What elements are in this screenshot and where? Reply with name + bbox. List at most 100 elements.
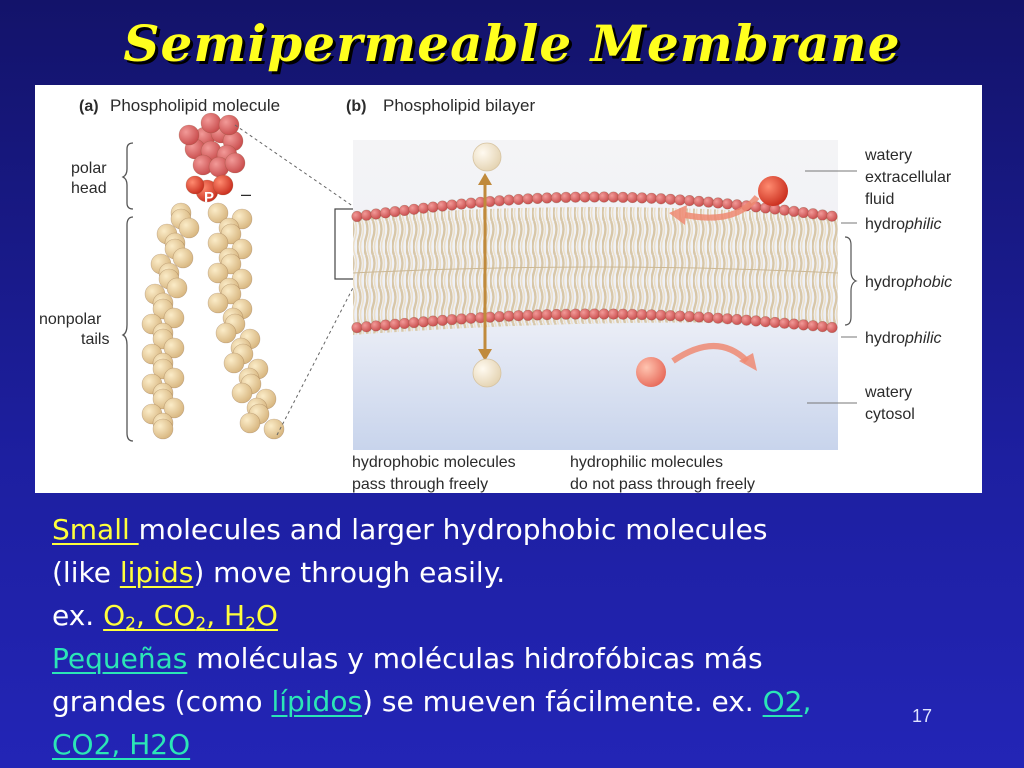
co2-h2o-es-link[interactable]: CO2, H2O [52,728,191,761]
bilayer-head [436,200,449,212]
bilayer-tails [353,207,838,335]
tail-atom [172,247,194,269]
bilayer-head [427,315,439,327]
bilayer-head [550,308,563,321]
membrane-figure: (a) Phospholipid molecule (b) Phospholip… [35,85,982,493]
tail-atom [207,232,229,254]
bilayer-head [712,197,724,209]
bilayer-head [550,192,563,204]
bilayer-head [531,309,544,321]
bilayer-head [788,205,800,217]
panel-b-letter: (b) [346,98,366,115]
head-atom [218,114,240,136]
tail-atom [223,352,245,374]
bilayer-head [674,194,686,206]
head-atom [200,112,222,134]
head-atom [178,124,200,146]
bilayer-head [493,195,506,207]
bilayer-head [693,311,705,323]
bilayer-head [693,195,705,207]
slide-body-text: Small molecules and larger hydrophobic m… [52,508,952,766]
text-line-4: Pequeñas moléculas y moléculas hidrofóbi… [52,637,952,680]
label-hydrophilic-top: hydrophilic [865,216,942,233]
bilayer-head [389,206,401,218]
nonpolar-bracket [121,216,134,442]
phosphate-atom [185,175,205,195]
bilayer-head [379,319,392,331]
membrane-diagram: (a) Phospholipid molecule (b) Phospholip… [39,96,952,493]
label-extracellular: extracellular [865,169,952,186]
polar-label-1: polar [71,160,107,177]
o2-es-link[interactable]: O2 [762,685,803,718]
caption-right-1: hydrophilic molecules [570,454,723,471]
bilayer-head [598,308,610,320]
bilayer-head [579,308,591,320]
phospholipid-bilayer [351,191,839,335]
bilayer-head [617,191,629,203]
bilayer-head [370,208,382,220]
nonpolar-label-1: nonpolar [39,311,102,328]
bilayer-head [560,191,572,203]
bilayer-head [740,314,753,326]
hydrophilic-molecule-bottom [636,357,666,387]
bilayer-head [493,311,506,323]
bilayer-head [503,194,515,206]
polar-label-2: head [71,180,107,197]
panel-a-title: Phospholipid molecule [110,96,280,115]
head-atom [224,152,246,174]
text-line-1: Small molecules and larger hydrophobic m… [52,508,952,551]
small-link[interactable]: Small [52,513,139,546]
formula-link[interactable]: O2, CO2, H2O [103,599,278,634]
tail-atom [263,418,285,440]
bilayer-head [408,317,420,329]
label-cytosol: cytosol [865,406,915,423]
pass-arrow-down-head [478,349,492,361]
bilayer-head [569,191,582,203]
bilayer-head [541,192,553,204]
bilayer-head [664,193,677,205]
bilayer-head [370,320,382,332]
bilayer-head [636,192,648,204]
line4-rest: moléculas y moléculas hidrofóbicas más [187,642,763,675]
bilayer-head [778,204,791,216]
label-hydrophobic: hydrophobic [865,274,952,291]
zoom-line-bottom [276,279,358,436]
bilayer-head [788,318,800,330]
bilayer-head [446,314,458,326]
bilayer-head [379,207,392,219]
bilayer-head [465,197,477,209]
tail-atom [163,367,185,389]
text-line-5: grandes (como lípidos) se mueven fácilme… [52,680,952,723]
bilayer-head [664,310,677,322]
text-line-6: CO2, H2O [52,723,952,766]
caption-left-1: hydrophobic molecules [352,454,516,471]
bilayer-head [721,198,734,210]
bilayer-head [721,313,734,325]
deflect-arrow-top [684,195,760,221]
bilayer-head [531,192,544,204]
bilayer-head [674,310,686,322]
phospholipid-molecule [141,112,285,440]
lipidos-link[interactable]: lípidos [271,685,363,718]
bilayer-head [797,206,810,219]
bilayer-head [826,210,838,222]
tail-atom [152,418,174,440]
label-hydrophilic-bottom: hydrophilic [865,330,942,347]
bilayer-midline [352,266,839,274]
bilayer-head [731,313,743,326]
nonpolar-label-2: tails [81,331,109,348]
bilayer-head [522,193,534,205]
bilayer-head [360,209,373,221]
bilayer-head [702,311,715,324]
label-fluid: fluid [865,191,894,208]
o2-es-comma: , [802,685,812,718]
bilayer-head [759,316,772,328]
bilayer-head [579,191,591,203]
bilayer-head [807,320,819,332]
line5-pre: grandes (como [52,685,272,718]
lipids-link[interactable]: lipids [119,556,194,589]
tail-atom [207,202,229,224]
line2-pre: (like [52,556,120,589]
pequenas-link[interactable]: Pequeñas [52,642,188,675]
bilayer-head [816,209,829,221]
